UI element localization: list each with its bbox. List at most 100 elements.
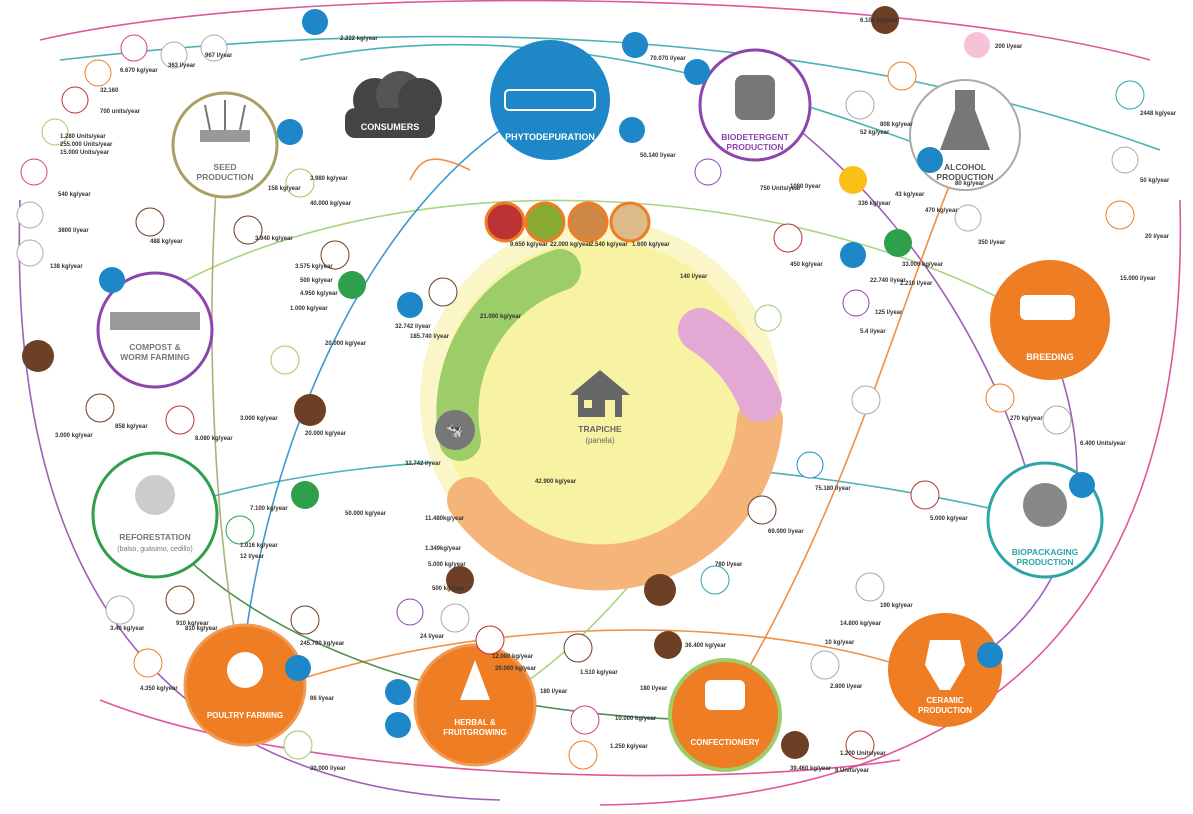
bottle-icon (954, 204, 982, 232)
product-icon (567, 201, 609, 243)
honey-icon (839, 166, 867, 194)
flow-label: 24 l/year (420, 634, 445, 640)
compost-label-1: COMPOST & (129, 342, 180, 352)
feed-icon (747, 495, 777, 525)
bowl-icon (16, 239, 44, 267)
flow-label: 3.575 kg/year (295, 264, 333, 270)
flow-arrow (759, 99, 1041, 521)
bottle-icon (810, 650, 840, 680)
sack-icon (85, 393, 115, 423)
feed-icon (290, 605, 320, 635)
fertilizer-icon (855, 572, 885, 602)
flow-label: 336 kg/year (858, 201, 891, 207)
flow-label: 11.480kg/year (425, 516, 465, 522)
consumers-label: CONSUMERS (361, 122, 420, 132)
flow-label: 3.980 kg/year (310, 176, 348, 182)
jar-icon (200, 34, 228, 62)
flow-label: 470 kg/year (925, 208, 958, 214)
flow-label: 180 l/year (540, 689, 568, 695)
bottle-icon (694, 158, 722, 186)
eggs-icon (84, 59, 112, 87)
grapes-icon (884, 229, 912, 257)
flow-label: 20.000 kg/year (305, 431, 347, 437)
flow-label: 3.000 kg/year (240, 416, 278, 422)
fertilizer-icon (845, 90, 875, 120)
panela-icon (446, 566, 474, 594)
seed-bag-icon (320, 240, 350, 270)
milk-icon (964, 32, 990, 58)
water-drop-icon (385, 712, 411, 738)
flow-label: 33.000 kg/year (902, 262, 944, 268)
flow-label: 1.250 kg/year (610, 744, 648, 750)
flow-label: 363 l/year (168, 63, 196, 69)
flow-label: 22.740 l/year (870, 278, 906, 284)
bottle-icon (842, 289, 870, 317)
trapiche-house-icon (570, 370, 630, 417)
flow-label: 158 kg/year (268, 186, 301, 192)
seed-label-2: PRODUCTION (196, 172, 253, 182)
flow-label: 5.000 kg/year (930, 516, 968, 522)
flow-label: 5.4 l/year (860, 329, 886, 335)
water-drop-icon (977, 642, 1003, 668)
biodetergent-label-2: PRODUCTION (726, 142, 783, 152)
flow-label: 1.280 Units/year (60, 134, 106, 140)
cheese-icon (20, 158, 48, 186)
bowl-icon (887, 61, 917, 91)
sack-icon (428, 277, 458, 307)
flow-label: 15.000 l/year (1120, 276, 1156, 282)
flow-label: 255.000 Units/year (60, 142, 113, 148)
consumers-node: CONSUMERS (345, 71, 442, 138)
flow-label: 50.140 l/year (640, 153, 676, 159)
fruit-icon (773, 223, 803, 253)
fruit-basket-icon (165, 405, 195, 435)
panela-icon (644, 574, 676, 606)
flow-label: 750 Units/year (760, 186, 801, 192)
panela-pile-icon (22, 340, 54, 372)
water-drop-icon (917, 147, 943, 173)
flow-label: 810 kg/year (185, 626, 218, 632)
flow-label: 20.000 kg/year (325, 341, 367, 347)
breeding-node: BREEDING (990, 260, 1110, 380)
water-drop-icon (619, 117, 645, 143)
flow-label: 69.000 l/year (768, 529, 804, 535)
compost-node: COMPOST & WORM FARMING (96, 271, 214, 389)
fruit-icon (570, 705, 600, 735)
flow-label: 2.210 l/year (900, 281, 933, 287)
water-drop-icon (277, 119, 303, 145)
flow-label: 780 l/year (715, 562, 743, 568)
flow-label: 32.742 l/year (405, 461, 441, 467)
seed-production-node: SEED PRODUCTION (171, 91, 279, 199)
box-icon (165, 585, 195, 615)
reforestation-node: REFORESTATION (balso, guásimo, cedillo) (91, 451, 219, 579)
crate-icon (1111, 146, 1139, 174)
product-icon (609, 201, 651, 243)
flow-label: 20 l/year (1145, 234, 1170, 240)
resource-icons (16, 6, 1145, 770)
fertilizer-icon (1115, 80, 1145, 110)
flow-label: 3.40 kg/year (110, 626, 145, 632)
flow-label: 8 Units/year (835, 768, 870, 774)
flow-label: 8.080 kg/year (195, 436, 233, 442)
confectionery-label: CONFECTIONERY (690, 738, 760, 747)
flow-label: 858 kg/year (115, 424, 148, 430)
flow-label: 185.740 l/year (410, 334, 450, 340)
herbal-node: HERBAL & FRUITGROWING (413, 643, 537, 767)
box-icon (563, 633, 593, 663)
flow-label: 1.000 kg/year (290, 306, 328, 312)
flow-label: 700 units/year (100, 109, 141, 115)
flow-label: 21.000 kg/year (480, 314, 522, 320)
flow-arrow (39, 0, 1151, 61)
water-drop-icon (397, 292, 423, 318)
flow-label: 40.000 kg/year (310, 201, 352, 207)
bottle-icon (796, 451, 824, 479)
fruits-icon (41, 118, 69, 146)
flow-label: 2448 kg/year (1140, 111, 1177, 117)
flow-label: 6.670 kg/year (120, 68, 158, 74)
alcohol-label-1: ALCOHOL (944, 162, 986, 172)
flow-label: 910 kg/year (176, 621, 209, 627)
reforestation-label-2: (balso, guásimo, cedillo) (117, 546, 192, 553)
flow-label: 140 l/year (680, 274, 708, 280)
flow-label: 4.350 kg/year (140, 686, 178, 692)
